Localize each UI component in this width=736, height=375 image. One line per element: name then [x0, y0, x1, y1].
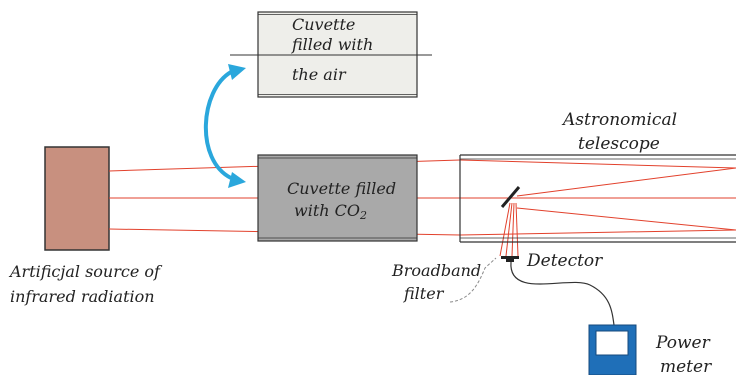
secondary-mirror	[500, 186, 521, 208]
cuvette-air	[230, 11, 432, 98]
source-label: Artificjal source of infrared radiation	[8, 262, 165, 306]
filter-label: Broadband filter	[391, 261, 486, 303]
cuvette-air-label: Cuvette filled with the air	[291, 15, 378, 84]
infrared-source	[44, 146, 110, 251]
detector-cable	[510, 261, 615, 326]
power-meter-label: Power meter	[655, 333, 715, 375]
filter-leader	[449, 257, 497, 303]
telescope-label: Astronomical telescope	[561, 110, 682, 154]
detector-label: Detector	[526, 251, 603, 271]
telescope-tube	[459, 154, 736, 243]
cuvette-co2-label: Cuvette filled with CO2	[287, 179, 401, 222]
power-meter	[588, 324, 637, 375]
swap-double-arrow-icon	[203, 64, 246, 188]
cuvette-co2	[257, 154, 418, 242]
detector	[501, 256, 519, 262]
infrared-rays	[108, 159, 736, 257]
